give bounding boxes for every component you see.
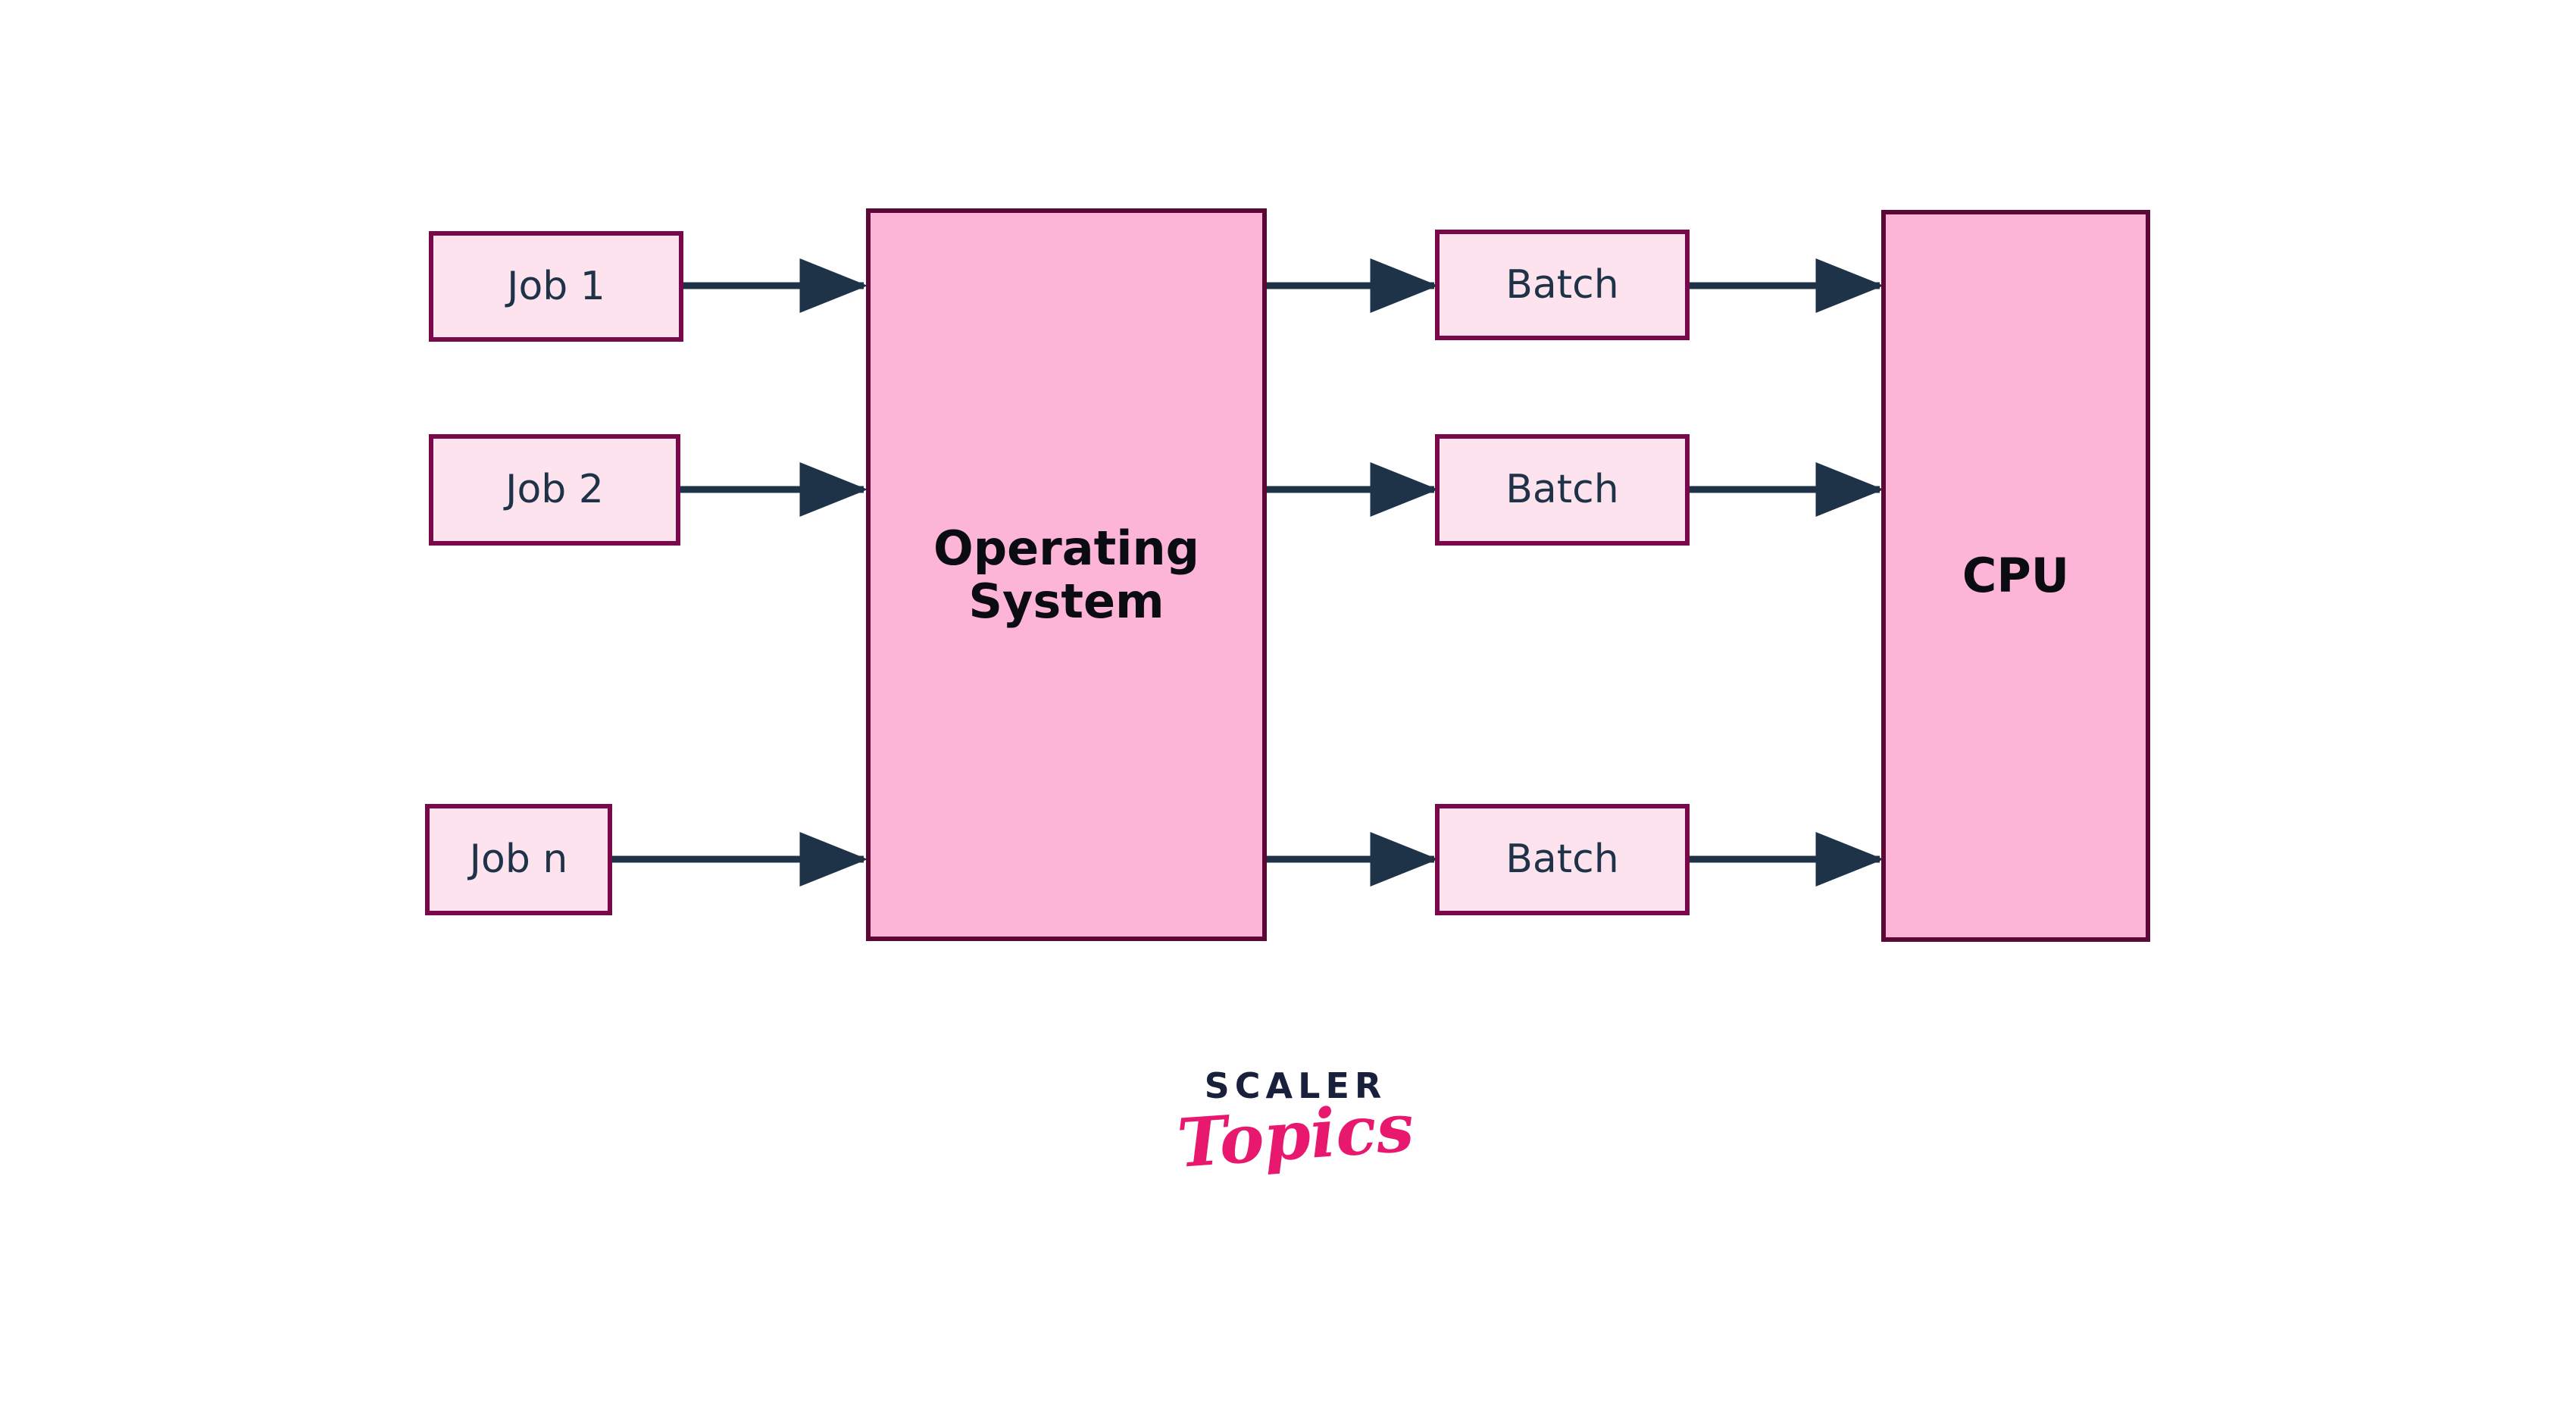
node-cpu[interactable]: CPU: [1881, 210, 2150, 942]
node-operating-system[interactable]: Operating System: [866, 208, 1267, 941]
node-job-n[interactable]: Job n: [425, 804, 612, 915]
node-batch-2-label: Batch: [1505, 467, 1619, 513]
node-job-1-label: Job 1: [507, 263, 605, 309]
node-batch-2[interactable]: Batch: [1435, 434, 1690, 546]
node-batch-1-label: Batch: [1505, 261, 1619, 308]
logo-scaler-text: SCALER: [1204, 1065, 1387, 1106]
node-batch-3-label: Batch: [1505, 837, 1619, 883]
node-operating-system-label: Operating System: [933, 521, 1199, 629]
node-job-1[interactable]: Job 1: [429, 231, 683, 342]
node-batch-1[interactable]: Batch: [1435, 230, 1690, 340]
node-cpu-label: CPU: [1962, 548, 2070, 604]
node-job-2-label: Job 2: [505, 467, 604, 513]
node-batch-3[interactable]: Batch: [1435, 804, 1690, 915]
node-job-n-label: Job n: [469, 837, 568, 883]
logo-topics-text: Topics: [1174, 1087, 1417, 1183]
scaler-topics-logo: SCALER Topics: [1167, 1065, 1424, 1183]
node-job-2[interactable]: Job 2: [429, 434, 680, 546]
